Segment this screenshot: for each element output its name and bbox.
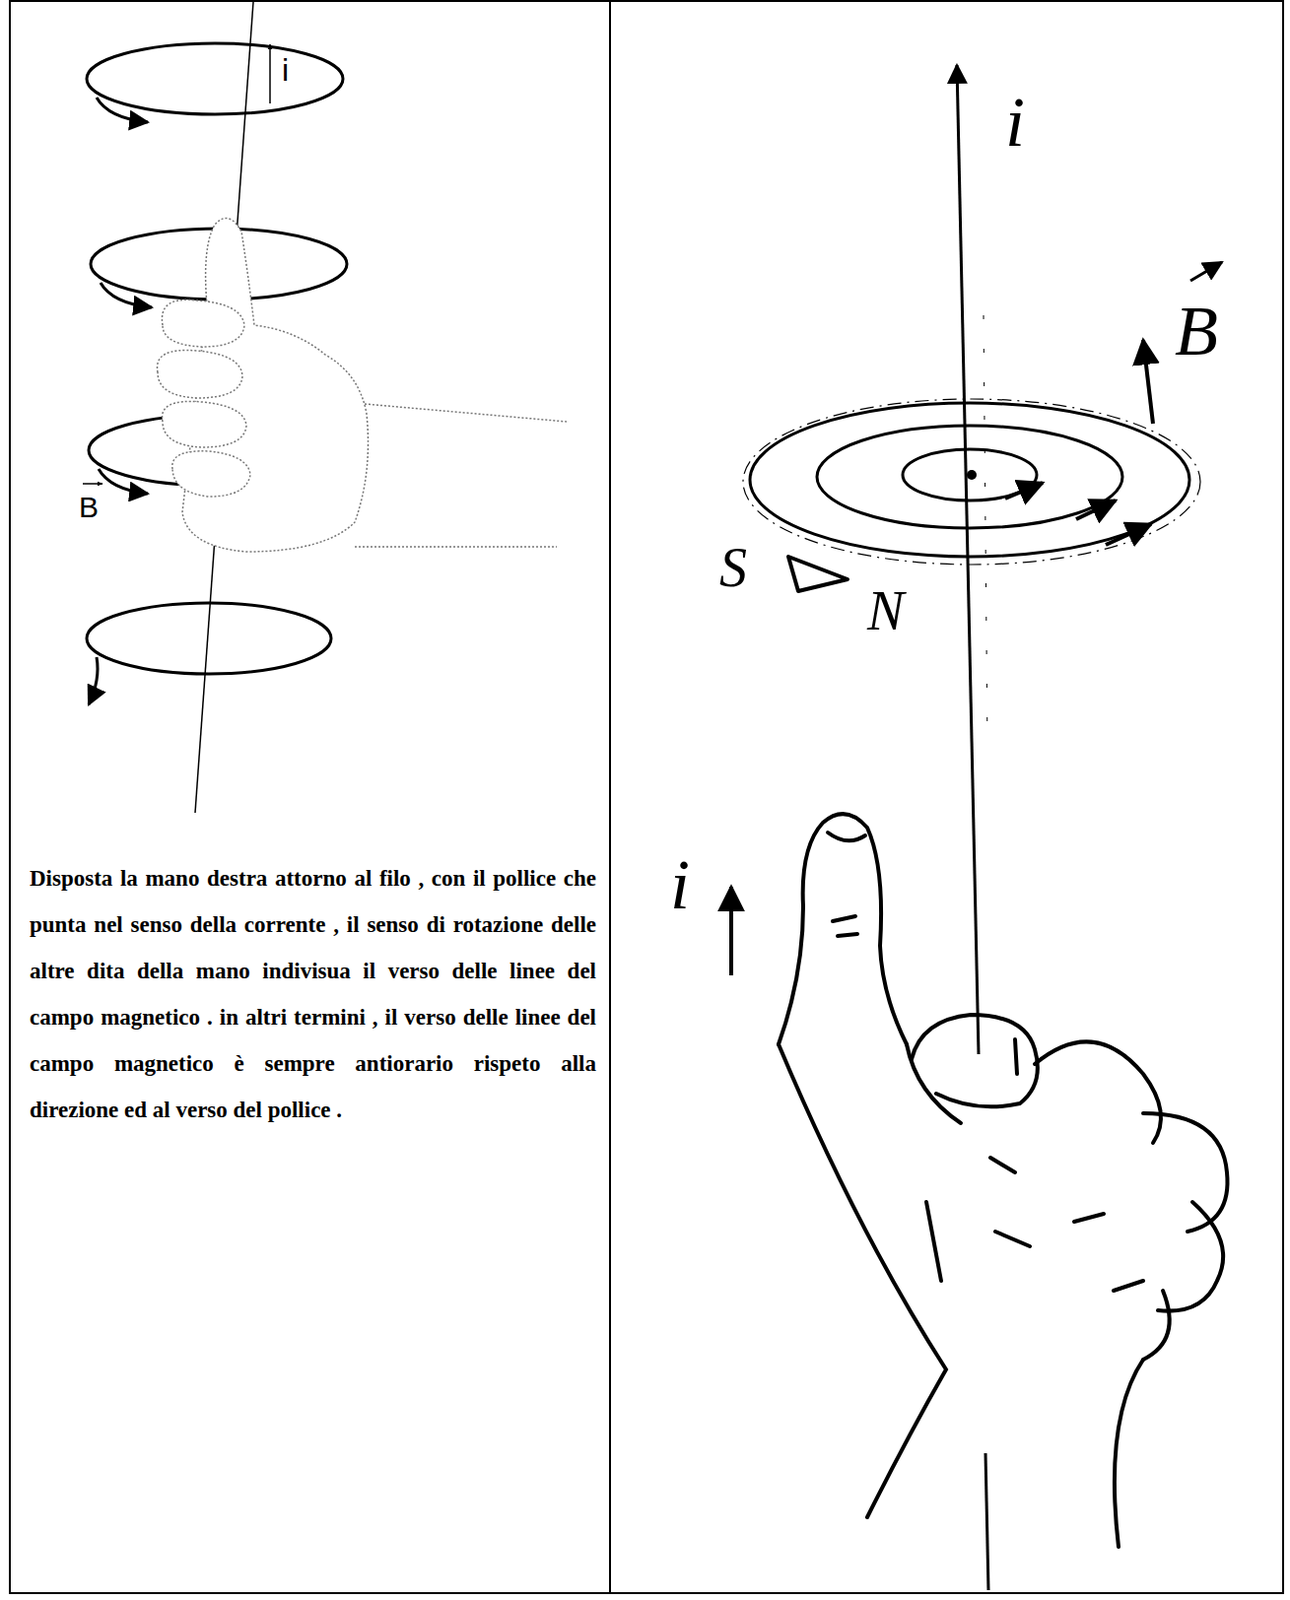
field-arrow [1005, 482, 1043, 499]
field-line [86, 43, 343, 115]
field-arrow [98, 469, 148, 494]
field-arrows [1005, 482, 1152, 545]
current-arrow [729, 886, 734, 976]
pole-label: S [719, 540, 747, 596]
field-arrow [1076, 500, 1116, 520]
vector-arrow [1143, 339, 1154, 424]
hand-drawing [778, 814, 1228, 1548]
field-label: B [78, 492, 99, 523]
wrist-outline [778, 1044, 947, 1518]
wire [985, 1453, 989, 1591]
wire-dot [966, 470, 977, 480]
finger-outline [161, 299, 245, 347]
crease-outline [832, 916, 858, 937]
vector-arrow [1190, 262, 1223, 281]
rule-text: Disposta la mano destra attorno al filo … [29, 855, 597, 1134]
field-line [86, 603, 332, 675]
current-label: i [1005, 86, 1025, 158]
field-arrow [88, 657, 98, 705]
current-arrow [269, 44, 272, 104]
hand-drawing [157, 217, 568, 552]
field-line [749, 403, 1190, 557]
finger-outline [1157, 1202, 1223, 1312]
dash-marks [983, 315, 988, 749]
field-arrow [100, 282, 152, 308]
finger-outline [157, 349, 244, 399]
current-label: i [281, 54, 289, 86]
finger-outline [1034, 1041, 1161, 1144]
finger-outline [172, 451, 251, 497]
field-line [743, 399, 1201, 565]
field-arrows [88, 97, 152, 705]
field-lines [743, 399, 1201, 565]
crease-outline [926, 1202, 942, 1282]
current-label: i [670, 849, 690, 921]
field-line [816, 425, 1123, 529]
wire [956, 65, 979, 1055]
finger-outline [1143, 1290, 1170, 1360]
crease-outline [990, 1157, 1144, 1291]
field-label: B [1174, 295, 1219, 367]
vector-arrow [82, 482, 103, 485]
pole-label: N [867, 583, 904, 639]
field-arrow [1105, 524, 1152, 545]
palm-outline [906, 1044, 961, 1124]
table-divider [609, 0, 612, 1594]
thumb-outline [778, 814, 907, 1045]
field-arrow [96, 97, 148, 123]
finger-outline [162, 401, 248, 448]
table-border [9, 0, 1284, 1594]
finger-outline [1143, 1113, 1228, 1232]
compass-needle [788, 556, 848, 592]
nail-outline [827, 832, 866, 841]
wrist-outline [1114, 1359, 1144, 1548]
arm-outline [354, 404, 567, 547]
crease-outline [1015, 1039, 1018, 1075]
